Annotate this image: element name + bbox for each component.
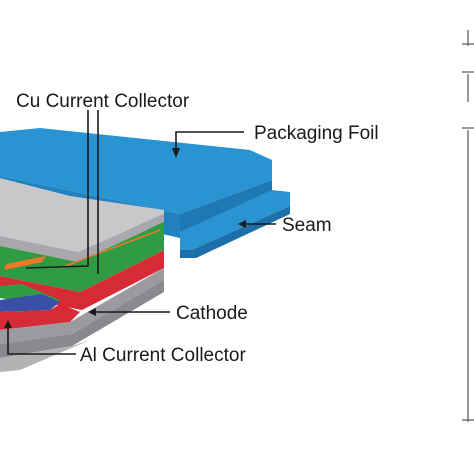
lower-casing: [0, 268, 164, 344]
al-current-collector: [0, 294, 60, 312]
label-al-current-collector: Al Current Collector: [80, 345, 246, 366]
label-cu-current-collector: Cu Current Collector: [16, 91, 190, 112]
leader-lines: [4, 110, 276, 355]
dimension-markers: [462, 30, 474, 422]
separator-layer: [0, 178, 164, 252]
seam: [180, 190, 290, 250]
label-packaging-foil: Packaging Foil: [254, 123, 379, 144]
label-cathode: Cathode: [176, 303, 248, 324]
anode-layer: [0, 222, 164, 292]
label-seam: Seam: [282, 215, 332, 236]
electrode-stack: [0, 178, 164, 372]
cu-current-collector: [4, 256, 46, 270]
